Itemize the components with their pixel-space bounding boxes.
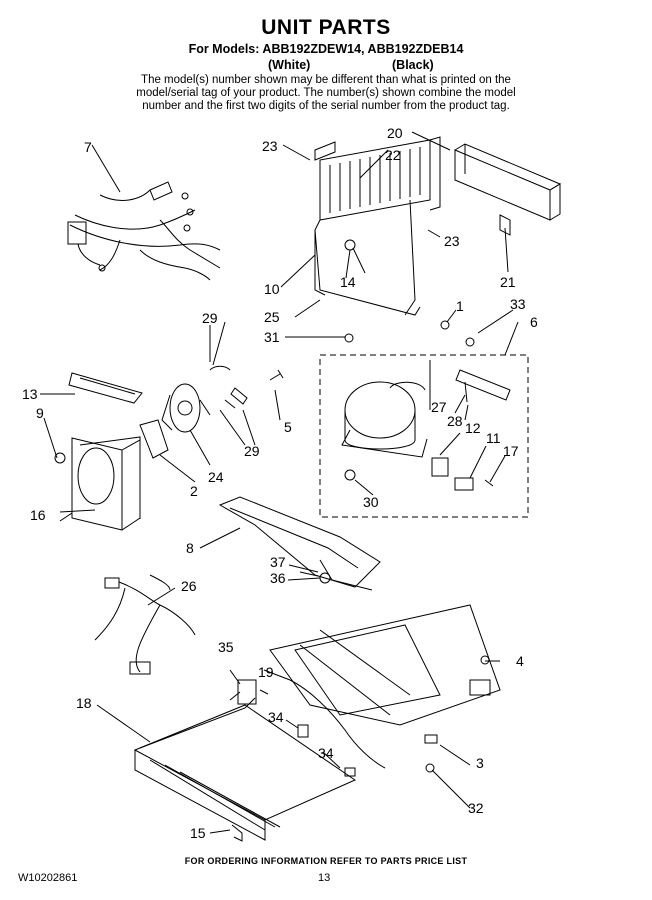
wire-harness-26 <box>94 574 196 675</box>
fan-assembly <box>54 365 284 531</box>
screw-4 <box>480 655 490 665</box>
callout-18: 18 <box>76 695 92 711</box>
callout-35: 35 <box>218 639 234 655</box>
callout-23: 23 <box>262 138 278 154</box>
callout-36: 36 <box>270 570 286 586</box>
callout-16: 16 <box>30 507 46 523</box>
callout-34: 34 <box>268 709 284 725</box>
callout-3: 3 <box>476 755 484 771</box>
model-note-line: The model(s) number shown may be differe… <box>141 74 511 86</box>
callout-1: 1 <box>456 298 464 314</box>
model-note: The model(s) number shown may be differe… <box>0 74 652 113</box>
callout-31: 31 <box>264 329 280 345</box>
callout-29: 29 <box>244 443 260 459</box>
condenser-shroud-20 <box>454 143 562 236</box>
callout-5: 5 <box>284 419 292 435</box>
callout-6: 6 <box>530 314 538 330</box>
document-id: W10202861 <box>18 872 78 884</box>
callout-27: 27 <box>431 399 447 415</box>
screw-32 <box>425 763 435 773</box>
callout-26: 26 <box>181 578 197 594</box>
callout-24: 24 <box>208 469 224 485</box>
page-title: UNIT PARTS <box>261 16 391 39</box>
wire-harness-7 <box>67 181 221 281</box>
relay-overload-11 <box>431 457 494 491</box>
evaporator-coil-18 <box>133 679 357 841</box>
drain-trough-8 <box>218 496 381 591</box>
callout-17: 17 <box>503 443 519 459</box>
drier-27 <box>455 337 511 403</box>
callout-25: 25 <box>264 309 280 325</box>
callout-11: 11 <box>486 430 501 446</box>
model-note-line: model/serial tag of your product. The nu… <box>136 87 516 99</box>
callout-14: 14 <box>340 274 356 290</box>
callout-2: 2 <box>190 483 198 499</box>
gasket-13 <box>68 372 143 404</box>
callout-4: 4 <box>516 653 524 669</box>
model-note-line: number and the first two digits of the s… <box>142 100 510 112</box>
drain-tube-37 <box>299 571 319 577</box>
model-numbers: For Models: ABB192ZDEW14, ABB192ZDEB14 <box>188 42 464 56</box>
callout-34: 34 <box>318 745 334 761</box>
callout-29: 29 <box>202 310 218 326</box>
color-white-label: (White) <box>268 58 311 72</box>
defrost-heater-19 <box>289 679 386 777</box>
callout-21: 21 <box>500 274 516 290</box>
callout-13: 13 <box>22 386 38 402</box>
callout-33: 33 <box>510 296 526 312</box>
leader-lines <box>40 131 519 834</box>
page-number: 13 <box>318 872 331 884</box>
callout-8: 8 <box>186 540 194 556</box>
base-plate-3 <box>269 604 501 744</box>
callout-37: 37 <box>270 554 286 570</box>
callout-10: 10 <box>264 281 280 297</box>
condenser-coil-22 <box>314 136 441 316</box>
callout-30: 30 <box>363 494 379 510</box>
screw-31 <box>344 333 354 343</box>
callout-12: 12 <box>465 420 481 436</box>
callout-28: 28 <box>447 413 463 429</box>
callout-20: 20 <box>387 125 403 141</box>
color-black-label: (Black) <box>392 58 434 72</box>
callout-15: 15 <box>190 825 206 841</box>
callout-19: 19 <box>258 664 274 680</box>
callout-32: 32 <box>468 800 484 816</box>
callout-22: 22 <box>385 147 401 163</box>
callout-23: 23 <box>444 233 460 249</box>
compressor-12 <box>341 360 431 481</box>
compressor-group-box <box>319 354 529 518</box>
callout-9: 9 <box>36 405 44 421</box>
screw-1 <box>440 320 450 330</box>
callout-7: 7 <box>84 139 92 155</box>
clip-15 <box>231 824 243 842</box>
ordering-info: FOR ORDERING INFORMATION REFER TO PARTS … <box>184 856 468 866</box>
